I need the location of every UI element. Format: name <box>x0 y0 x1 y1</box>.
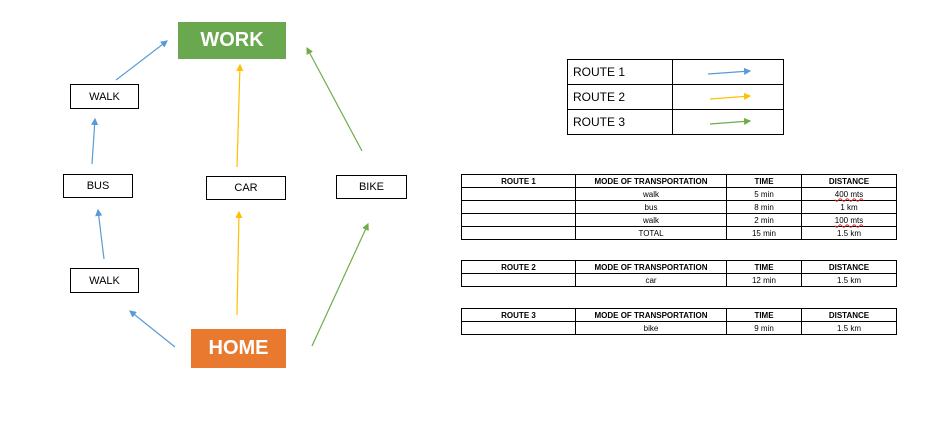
cell: 8 min <box>726 200 802 214</box>
cell: 15 min <box>726 226 802 240</box>
header-cell: TIME <box>726 308 802 322</box>
cell: 1.5 km <box>801 273 897 287</box>
bus-node: BUS <box>63 174 133 198</box>
route1-line-icon <box>707 67 752 75</box>
table-row: car 12 min 1.5 km <box>461 273 897 287</box>
home-node: HOME <box>191 329 286 368</box>
route2-table: ROUTE 2 MODE OF TRANSPORTATION TIME DIST… <box>461 260 897 287</box>
cell-text: 400 mts <box>834 189 864 199</box>
cell: 2 min <box>726 213 802 227</box>
table-header-row: ROUTE 3 MODE OF TRANSPORTATION TIME DIST… <box>461 308 897 322</box>
table-row: bike 9 min 1.5 km <box>461 321 897 335</box>
cell: TOTAL <box>575 226 727 240</box>
arrow-walk-to-work <box>115 40 168 81</box>
cell: 1.5 km <box>801 226 897 240</box>
table-header-row: ROUTE 2 MODE OF TRANSPORTATION TIME DIST… <box>461 260 897 274</box>
header-cell: MODE OF TRANSPORTATION <box>575 260 727 274</box>
header-cell: DISTANCE <box>801 260 897 274</box>
cell: walk <box>575 187 727 201</box>
car-node: CAR <box>206 176 286 200</box>
legend-label: ROUTE 3 <box>567 109 673 135</box>
header-cell: ROUTE 1 <box>461 174 576 188</box>
cell: bike <box>575 321 727 335</box>
legend-row-route3: ROUTE 3 <box>567 109 784 135</box>
arrow-car-to-work <box>236 63 244 168</box>
cell: walk <box>575 213 727 227</box>
table-row: bus 8 min 1 km <box>461 200 897 214</box>
cell <box>461 213 576 227</box>
table-row: walk 5 min 400 mts <box>461 187 897 201</box>
legend-swatch-route3 <box>672 109 784 135</box>
cell-text: 100 mts <box>834 215 864 225</box>
cell: 5 min <box>726 187 802 201</box>
header-cell: MODE OF TRANSPORTATION <box>575 174 727 188</box>
arrow-bike-to-work <box>306 46 363 152</box>
legend-swatch-route2 <box>672 84 784 110</box>
arrow-walk-to-bus <box>95 208 105 260</box>
arrow-home-to-car <box>235 210 243 316</box>
legend-row-route1: ROUTE 1 <box>567 59 784 85</box>
cell: bus <box>575 200 727 214</box>
cell: 9 min <box>726 321 802 335</box>
header-cell: TIME <box>726 174 802 188</box>
header-cell: DISTANCE <box>801 308 897 322</box>
table-row-total: TOTAL 15 min 1.5 km <box>461 226 897 240</box>
arrow-home-to-bike <box>311 222 369 347</box>
cell <box>461 226 576 240</box>
table-row: walk 2 min 100 mts <box>461 213 897 227</box>
legend-row-route2: ROUTE 2 <box>567 84 784 110</box>
cell <box>461 321 576 335</box>
route1-table: ROUTE 1 MODE OF TRANSPORTATION TIME DIST… <box>461 174 897 240</box>
cell: 400 mts <box>801 187 897 201</box>
legend-label: ROUTE 1 <box>567 59 673 85</box>
walk-bottom-node: WALK <box>70 268 139 293</box>
header-cell: TIME <box>726 260 802 274</box>
cell <box>461 187 576 201</box>
route2-line-icon <box>709 92 752 100</box>
work-node: WORK <box>178 22 286 59</box>
cell: 12 min <box>726 273 802 287</box>
bike-node: BIKE <box>336 175 407 199</box>
legend-swatch-route1 <box>672 59 784 85</box>
route-legend: ROUTE 1 ROUTE 2 ROUTE 3 <box>567 59 784 135</box>
header-cell: MODE OF TRANSPORTATION <box>575 308 727 322</box>
table-header-row: ROUTE 1 MODE OF TRANSPORTATION TIME DIST… <box>461 174 897 188</box>
arrow-bus-to-walk <box>91 117 99 165</box>
header-cell: ROUTE 3 <box>461 308 576 322</box>
arrow-home-to-walk <box>129 310 176 348</box>
cell: car <box>575 273 727 287</box>
cell: 1 km <box>801 200 897 214</box>
header-cell: ROUTE 2 <box>461 260 576 274</box>
route3-table: ROUTE 3 MODE OF TRANSPORTATION TIME DIST… <box>461 308 897 335</box>
header-cell: DISTANCE <box>801 174 897 188</box>
cell <box>461 273 576 287</box>
cell: 100 mts <box>801 213 897 227</box>
route3-line-icon <box>709 117 752 125</box>
cell <box>461 200 576 214</box>
cell: 1.5 km <box>801 321 897 335</box>
walk-top-node: WALK <box>70 84 139 109</box>
legend-label: ROUTE 2 <box>567 84 673 110</box>
